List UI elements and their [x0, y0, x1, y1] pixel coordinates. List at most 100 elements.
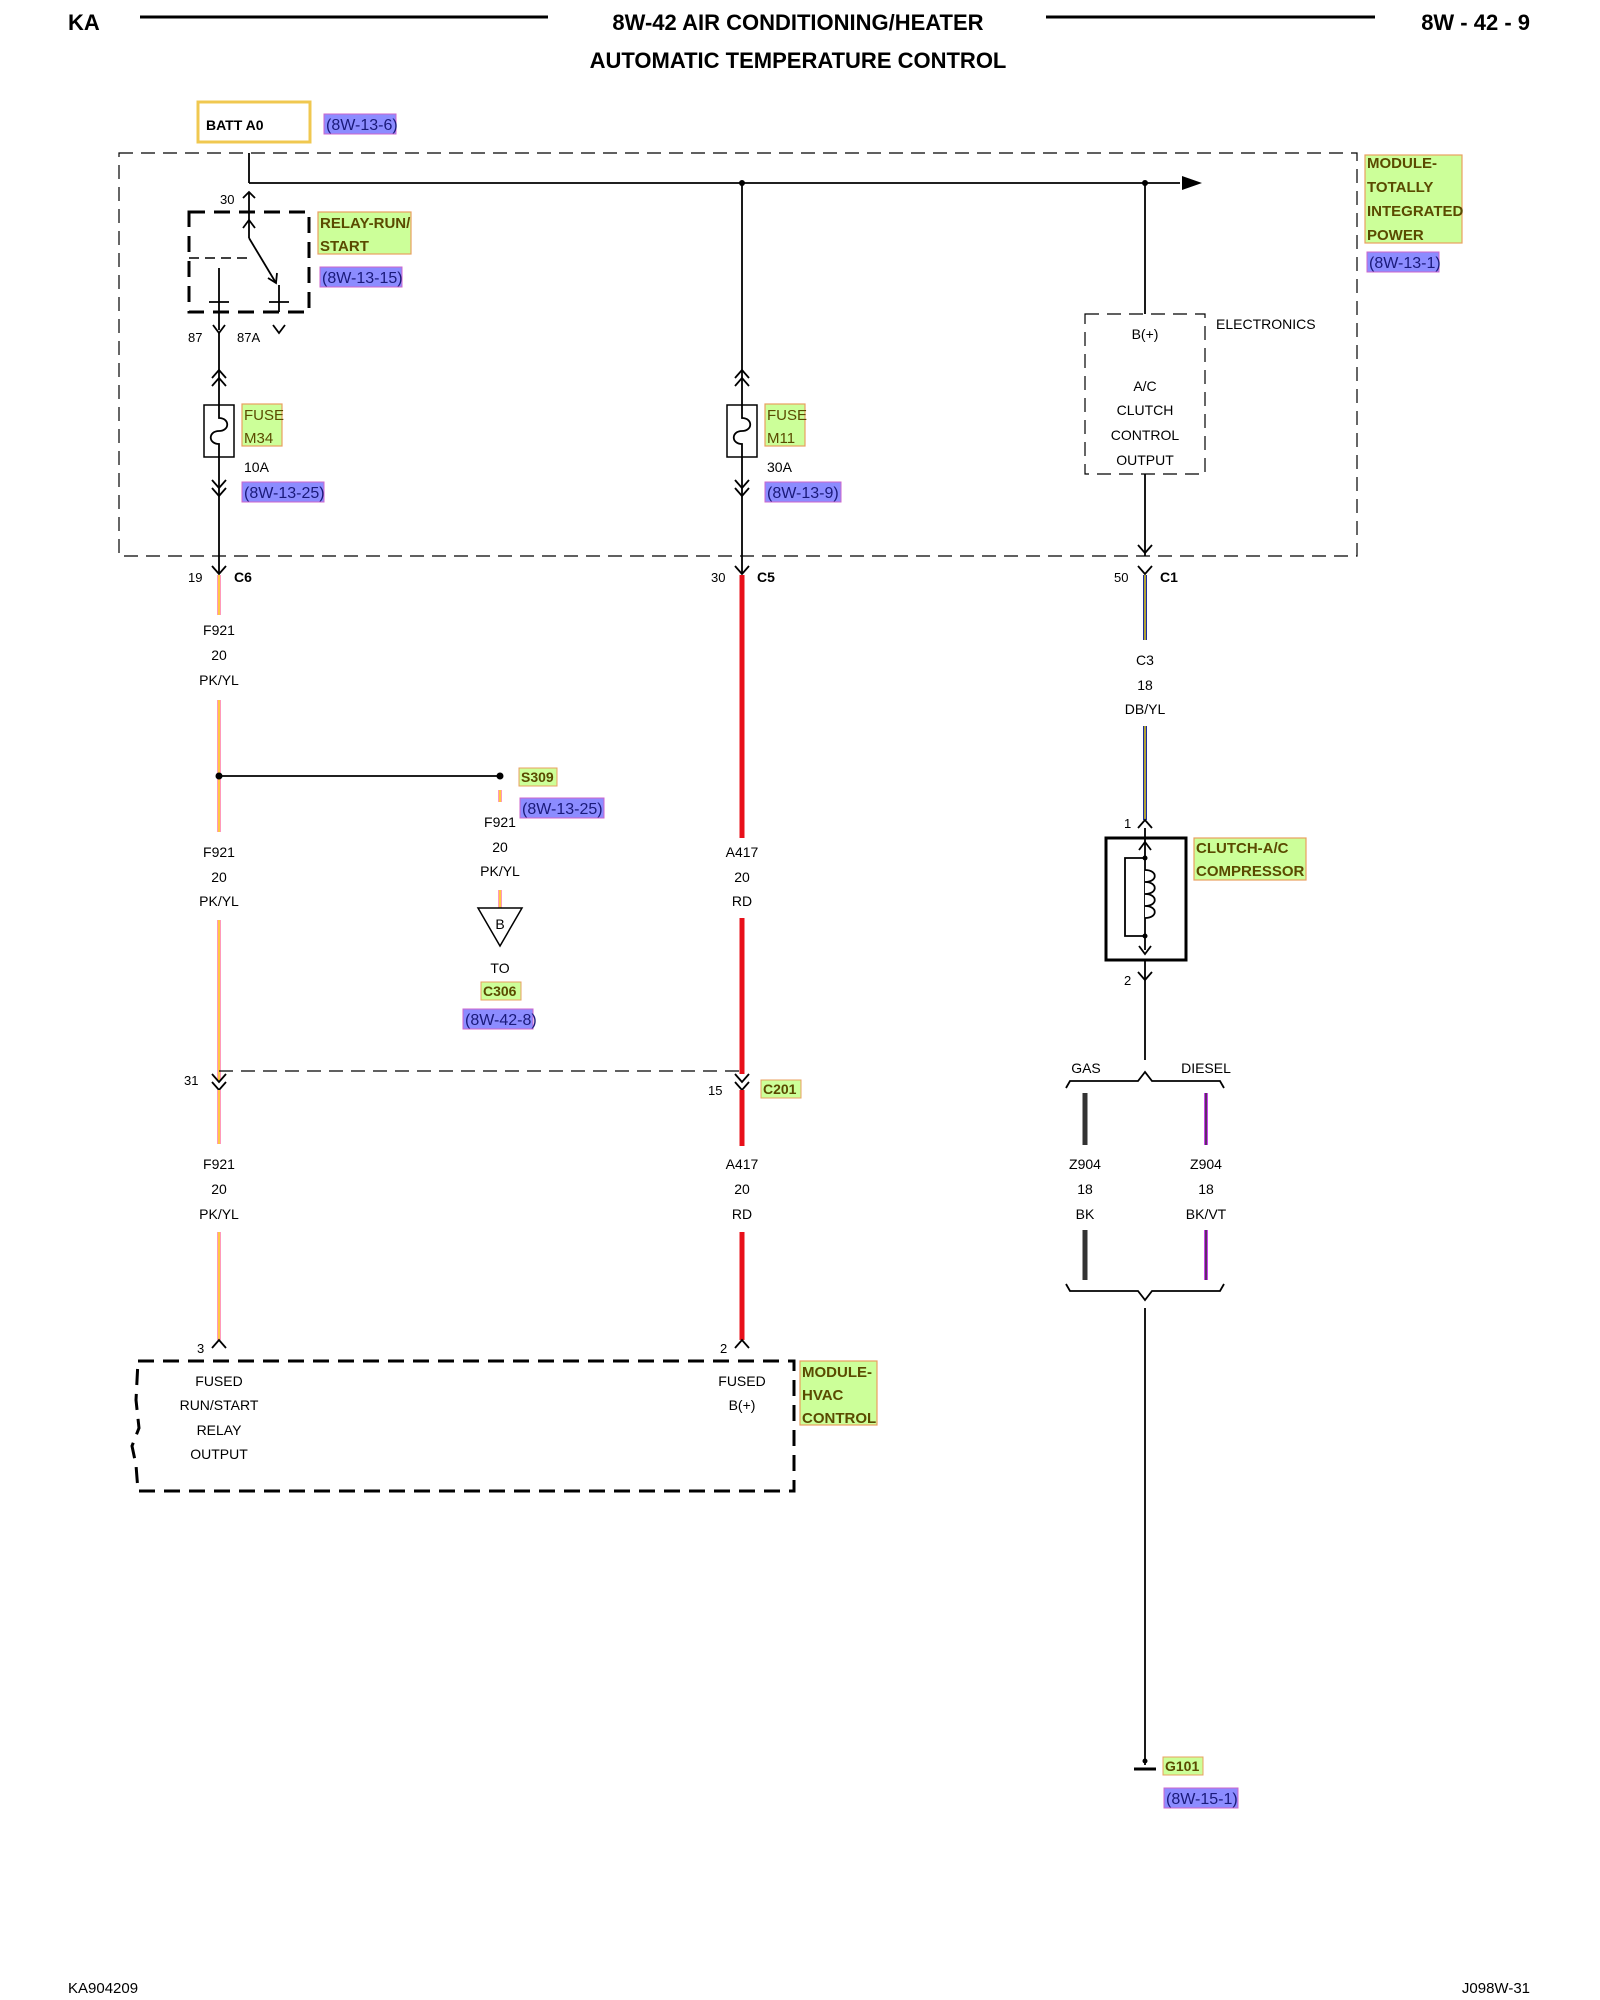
- fuse-m11-top-connector-icon: [734, 368, 750, 387]
- f921-c-color: PK/YL: [199, 1206, 239, 1222]
- s309-highlight: [518, 767, 558, 787]
- c306-offpage-triangle-icon: [476, 907, 524, 948]
- s309-dot: [496, 772, 504, 780]
- clutch-pin1-connector-icon: [1137, 818, 1153, 829]
- z904-diesel-circuit: Z904: [1190, 1156, 1222, 1172]
- z904-diesel-gauge: 18: [1198, 1181, 1214, 1197]
- c1-pin: 50: [1114, 570, 1128, 585]
- clutch-pin-1: 1: [1124, 816, 1131, 831]
- clutch-name-1[interactable]: CLUTCH-A/C: [1196, 840, 1289, 857]
- page-number: 8W - 42 - 9: [1421, 10, 1530, 35]
- clutch-name-2[interactable]: COMPRESSOR: [1196, 863, 1305, 880]
- c5-name[interactable]: C5: [757, 569, 775, 585]
- fuse-m34-name-2[interactable]: M34: [244, 430, 273, 447]
- fuse-m34-name-highlight: [241, 403, 283, 447]
- fuse-m34-rating: 10A: [244, 459, 270, 475]
- s309-ref[interactable]: (8W-13-25): [522, 801, 603, 818]
- batt-ref[interactable]: (8W-13-6): [326, 117, 398, 134]
- f921-b-gauge: 20: [211, 869, 227, 885]
- relay-switch-arm: [248, 237, 277, 284]
- c1-name[interactable]: C1: [1160, 569, 1178, 585]
- hvac-module-box: [130, 1359, 796, 1493]
- a417-b-color: RD: [732, 1206, 752, 1222]
- f921-b-circuit: F921: [203, 844, 235, 860]
- c201-right-connector-icon: [734, 1073, 750, 1092]
- s309-name[interactable]: S309: [521, 769, 554, 785]
- z904-gas-circuit: Z904: [1069, 1156, 1101, 1172]
- electronics-bplus: B(+): [1132, 326, 1159, 342]
- c5-pin: 30: [711, 570, 725, 585]
- fuse-m11-name-1[interactable]: FUSE: [767, 407, 807, 424]
- a417-b-circuit: A417: [726, 1156, 759, 1172]
- variant-gas: GAS: [1071, 1060, 1101, 1076]
- batt-a0-box: [196, 100, 312, 144]
- c6-pin: 19: [188, 570, 202, 585]
- tipm-name-4[interactable]: POWER: [1367, 227, 1424, 244]
- f921-c-gauge: 20: [211, 1181, 227, 1197]
- relay-name-1[interactable]: RELAY-RUN/: [320, 215, 411, 232]
- relay-pin-87: 87: [188, 330, 202, 345]
- g101-name[interactable]: G101: [1165, 1758, 1199, 1774]
- electronics-line-4: OUTPUT: [1116, 452, 1174, 468]
- electronics-line-1: A/C: [1133, 378, 1156, 394]
- a417-a-color: RD: [732, 893, 752, 909]
- hvac-name-2[interactable]: HVAC: [802, 1387, 844, 1404]
- clutch-name-highlight: [1193, 837, 1307, 881]
- fuse-m11-ref-highlight: [764, 481, 842, 503]
- tipm-name-1[interactable]: MODULE-: [1367, 155, 1437, 172]
- clutch-bottom-arrow-icon: [1138, 945, 1152, 956]
- c201-pin-31: 31: [184, 1073, 198, 1088]
- fuse-m34-name-1[interactable]: FUSE: [244, 407, 284, 424]
- fuse-m34-ref-highlight: [241, 481, 325, 503]
- g101-ref-highlight: [1163, 1787, 1239, 1809]
- c6-name[interactable]: C6: [234, 569, 252, 585]
- c3-gauge: 18: [1137, 677, 1153, 693]
- c306-name[interactable]: C306: [483, 983, 517, 999]
- a417-a-circuit: A417: [726, 844, 759, 860]
- fuse-m11-element-icon: [732, 405, 752, 457]
- z904-gas-color: BK: [1076, 1206, 1095, 1222]
- relay-pin-87a: 87A: [237, 330, 260, 345]
- fuse-m11-ref[interactable]: (8W-13-9): [767, 485, 839, 502]
- f921-splice-circuit: F921: [484, 814, 516, 830]
- relay-ref-highlight: [319, 266, 403, 288]
- c201-name[interactable]: C201: [763, 1081, 797, 1097]
- c306-ref[interactable]: (8W-42-8): [465, 1012, 537, 1029]
- z904-diesel-color: BK/VT: [1186, 1206, 1227, 1222]
- g101-highlight: [1162, 1756, 1204, 1776]
- s309-ref-highlight: [519, 797, 605, 819]
- hvac-pin-2: 2: [720, 1341, 727, 1356]
- c201-pin-15: 15: [708, 1083, 722, 1098]
- hvac-left-line-2: RUN/START: [180, 1397, 259, 1413]
- clutch-coil-icon: [1144, 869, 1156, 919]
- variant-diesel: DIESEL: [1181, 1060, 1231, 1076]
- fuse-m11-name-2[interactable]: M11: [767, 430, 795, 447]
- c306-triangle-label: B: [495, 916, 504, 932]
- fuse-m34-element-icon: [209, 405, 229, 457]
- electronics-line-2: CLUTCH: [1117, 402, 1174, 418]
- fuse-m34-ref[interactable]: (8W-13-25): [244, 485, 325, 502]
- g101-ref[interactable]: (8W-15-1): [1166, 1791, 1238, 1808]
- hvac-pin2-connector-icon: [734, 1338, 750, 1349]
- tipm-ref[interactable]: (8W-13-1): [1369, 255, 1441, 272]
- relay-87a-connector-icon: [272, 324, 286, 335]
- fuse-m11-bottom-connector-icon: [734, 479, 750, 498]
- hvac-name-3[interactable]: CONTROL: [802, 1410, 876, 1427]
- relay-name-2[interactable]: START: [320, 238, 369, 255]
- relay-name-highlight: [317, 211, 412, 255]
- f921-c-circuit: F921: [203, 1156, 235, 1172]
- hvac-name-highlight: [799, 1360, 878, 1426]
- page-subtitle: AUTOMATIC TEMPERATURE CONTROL: [590, 48, 1007, 73]
- tipm-name-2[interactable]: TOTALLY: [1367, 179, 1433, 196]
- footer-left-id: KA904209: [68, 1980, 138, 1997]
- tipm-name-3[interactable]: INTEGRATED: [1367, 203, 1464, 220]
- clutch-bypass: [1124, 857, 1145, 937]
- electronics-label: ELECTRONICS: [1216, 316, 1316, 332]
- hvac-name-1[interactable]: MODULE-: [802, 1364, 872, 1381]
- footer-right-id: J098W-31: [1462, 1980, 1530, 1997]
- f921-a-color: PK/YL: [199, 672, 239, 688]
- tipm-name-highlight: [1364, 154, 1463, 244]
- relay-ref[interactable]: (8W-13-15): [322, 270, 403, 287]
- variant-top-brace: [1065, 1070, 1225, 1089]
